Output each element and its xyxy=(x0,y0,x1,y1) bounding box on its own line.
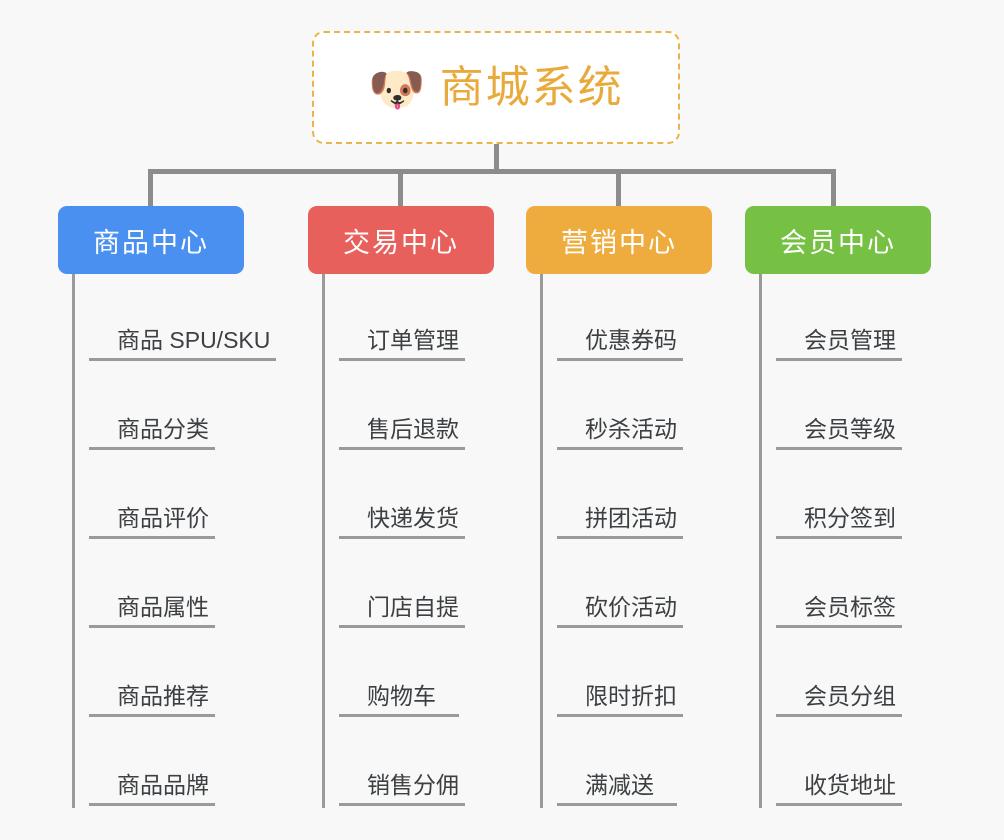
leaf-label: 售后退款 xyxy=(339,416,465,450)
leaf-label: 收货地址 xyxy=(776,772,902,806)
leaf-label: 满减送 xyxy=(557,772,677,806)
connector-root-stem xyxy=(494,144,499,172)
root-node[interactable]: 🐶 商城系统 xyxy=(312,31,680,144)
list-item[interactable]: 商品推荐 xyxy=(89,630,276,719)
branch-header-trade-center[interactable]: 交易中心 xyxy=(308,206,494,274)
list-item[interactable]: 收货地址 xyxy=(776,719,931,808)
leaf-label: 商品品牌 xyxy=(89,772,215,806)
leaf-label: 限时折扣 xyxy=(557,683,683,717)
leaf-list-marketing-center: 优惠券码 秒杀活动 拼团活动 砍价活动 限时折扣 满减送 xyxy=(540,274,712,808)
leaf-label: 拼团活动 xyxy=(557,505,683,539)
branch-header-marketing-center[interactable]: 营销中心 xyxy=(526,206,712,274)
list-item[interactable]: 门店自提 xyxy=(339,541,494,630)
leaf-label: 优惠券码 xyxy=(557,327,683,361)
branch-trade-center: 交易中心 订单管理 售后退款 快递发货 门店自提 购物车 销售分佣 xyxy=(308,206,494,808)
list-item[interactable]: 商品 SPU/SKU xyxy=(89,274,277,363)
list-item[interactable]: 会员管理 xyxy=(776,274,931,363)
list-item[interactable]: 积分签到 xyxy=(776,452,931,541)
list-item[interactable]: 优惠券码 xyxy=(557,274,712,363)
leaf-label: 快递发货 xyxy=(339,505,465,539)
connector-drop-3 xyxy=(616,169,621,209)
shiba-dog-face-icon: 🐶 xyxy=(368,62,426,115)
connector-drop-2 xyxy=(398,169,403,209)
leaf-label: 会员管理 xyxy=(776,327,902,361)
list-item[interactable]: 拼团活动 xyxy=(557,452,712,541)
leaf-label: 销售分佣 xyxy=(339,772,465,806)
leaf-label: 商品属性 xyxy=(89,594,215,628)
leaf-label: 商品推荐 xyxy=(89,683,215,717)
connector-horizontal-bus xyxy=(148,169,836,174)
branch-member-center: 会员中心 会员管理 会员等级 积分签到 会员标签 会员分组 收货地址 xyxy=(745,206,931,808)
leaf-label: 商品分类 xyxy=(89,416,215,450)
list-item[interactable]: 商品分类 xyxy=(89,363,276,452)
leaf-list-member-center: 会员管理 会员等级 积分签到 会员标签 会员分组 收货地址 xyxy=(759,274,931,808)
list-item[interactable]: 满减送 xyxy=(557,719,712,808)
list-item[interactable]: 销售分佣 xyxy=(339,719,494,808)
branch-product-center: 商品中心 商品 SPU/SKU 商品分类 商品评价 商品属性 商品推荐 商品品牌 xyxy=(58,206,277,808)
list-item[interactable]: 订单管理 xyxy=(339,274,494,363)
leaf-label: 会员分组 xyxy=(776,683,902,717)
list-item[interactable]: 商品评价 xyxy=(89,452,276,541)
branch-marketing-center: 营销中心 优惠券码 秒杀活动 拼团活动 砍价活动 限时折扣 满减送 xyxy=(526,206,712,808)
leaf-label: 门店自提 xyxy=(339,594,465,628)
leaf-label: 砍价活动 xyxy=(557,594,683,628)
root-title: 商城系统 xyxy=(439,62,624,112)
leaf-label: 订单管理 xyxy=(339,327,465,361)
branch-header-member-center[interactable]: 会员中心 xyxy=(745,206,931,274)
list-item[interactable]: 快递发货 xyxy=(339,452,494,541)
branch-header-product-center[interactable]: 商品中心 xyxy=(58,206,244,274)
list-item[interactable]: 购物车 xyxy=(339,630,494,719)
list-item[interactable]: 会员分组 xyxy=(776,630,931,719)
connector-drop-1 xyxy=(148,169,153,209)
list-item[interactable]: 砍价活动 xyxy=(557,541,712,630)
leaf-list-trade-center: 订单管理 售后退款 快递发货 门店自提 购物车 销售分佣 xyxy=(322,274,494,808)
list-item[interactable]: 售后退款 xyxy=(339,363,494,452)
leaf-label: 秒杀活动 xyxy=(557,416,683,450)
leaf-list-product-center: 商品 SPU/SKU 商品分类 商品评价 商品属性 商品推荐 商品品牌 xyxy=(72,274,277,808)
leaf-label: 商品 SPU/SKU xyxy=(89,327,277,361)
list-item[interactable]: 商品属性 xyxy=(89,541,276,630)
leaf-label: 购物车 xyxy=(339,683,459,717)
list-item[interactable]: 会员等级 xyxy=(776,363,931,452)
leaf-label: 会员标签 xyxy=(776,594,902,628)
list-item[interactable]: 商品品牌 xyxy=(89,719,276,808)
list-item[interactable]: 限时折扣 xyxy=(557,630,712,719)
leaf-label: 会员等级 xyxy=(776,416,902,450)
connector-drop-4 xyxy=(831,169,836,209)
list-item[interactable]: 会员标签 xyxy=(776,541,931,630)
list-item[interactable]: 秒杀活动 xyxy=(557,363,712,452)
leaf-label: 积分签到 xyxy=(776,505,902,539)
leaf-label: 商品评价 xyxy=(89,505,215,539)
